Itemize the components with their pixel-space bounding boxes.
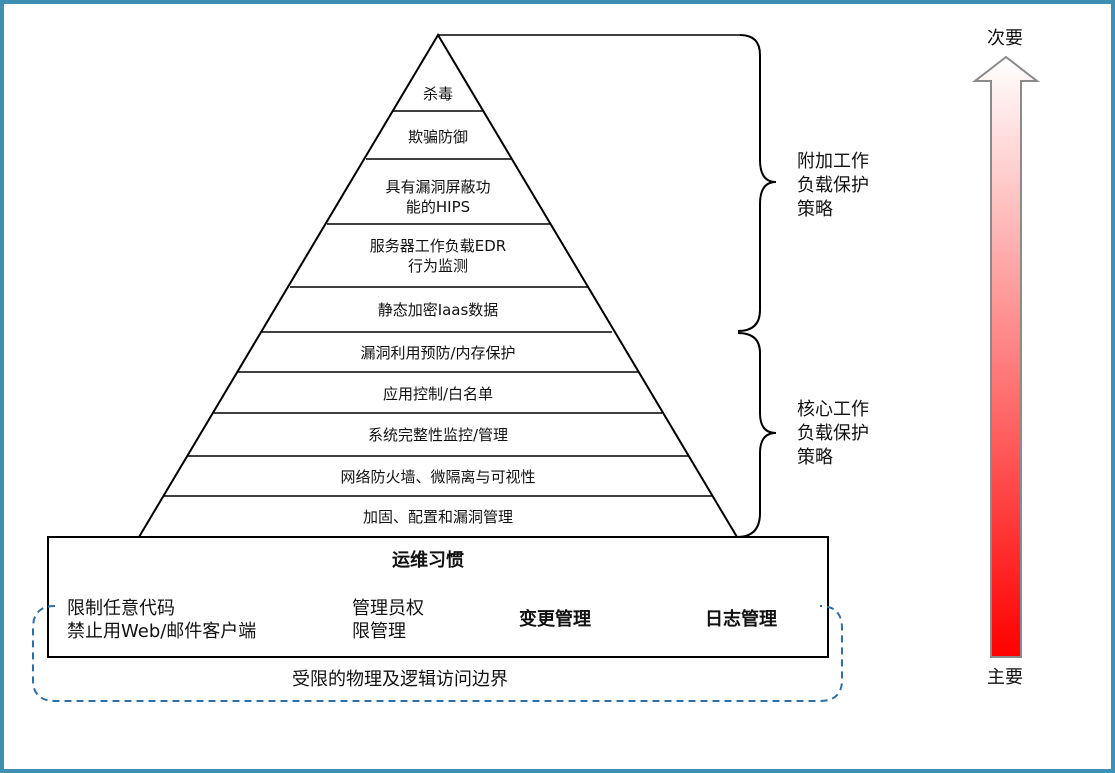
arrow-top-label: 次要 (987, 28, 1023, 49)
layer-hardening: 加固、配置和漏洞管理 (362, 508, 513, 526)
layer-edr: 服务器工作负载EDR 行为监测 (369, 237, 507, 275)
layer-app-control: 应用控制/白名单 (382, 385, 494, 403)
base-box (47, 536, 829, 658)
layer-firewall: 网络防火墙、微隔离与可视性 (340, 468, 536, 486)
base-item-change-management: 变更管理 (519, 609, 591, 630)
layer-exploit-prevention: 漏洞利用预防/内存保护 (360, 344, 516, 362)
layer-deception: 欺骗防御 (407, 128, 468, 146)
base-title: 运维习惯 (392, 550, 464, 571)
layer-hips: 具有漏洞屏蔽功 能的HIPS (385, 178, 491, 216)
lower-brace (736, 332, 777, 538)
boundary-label: 受限的物理及逻辑访问边界 (292, 669, 508, 690)
upper-bracket-label: 附加工作 负载保护 策略 (797, 151, 869, 220)
layer-encryption: 静态加密Iaas数据 (377, 301, 499, 319)
base-item-log-management: 日志管理 (705, 609, 777, 630)
base-item-code-restriction: 限制任意代码 禁止用Web/邮件客户端 (67, 598, 257, 642)
layer-integrity-monitoring: 系统完整性监控/管理 (367, 426, 509, 444)
layer-antivirus: 杀毒 (422, 85, 453, 103)
base-item-admin-rights: 管理员权 限管理 (352, 598, 424, 642)
arrow-bottom-label: 主要 (987, 667, 1023, 688)
upper-brace (737, 34, 777, 332)
lower-bracket-label: 核心工作 负载保护 策略 (797, 399, 869, 468)
pyramid-dividers (164, 110, 712, 497)
access-boundary (32, 605, 843, 702)
priority-arrow (972, 55, 1040, 658)
